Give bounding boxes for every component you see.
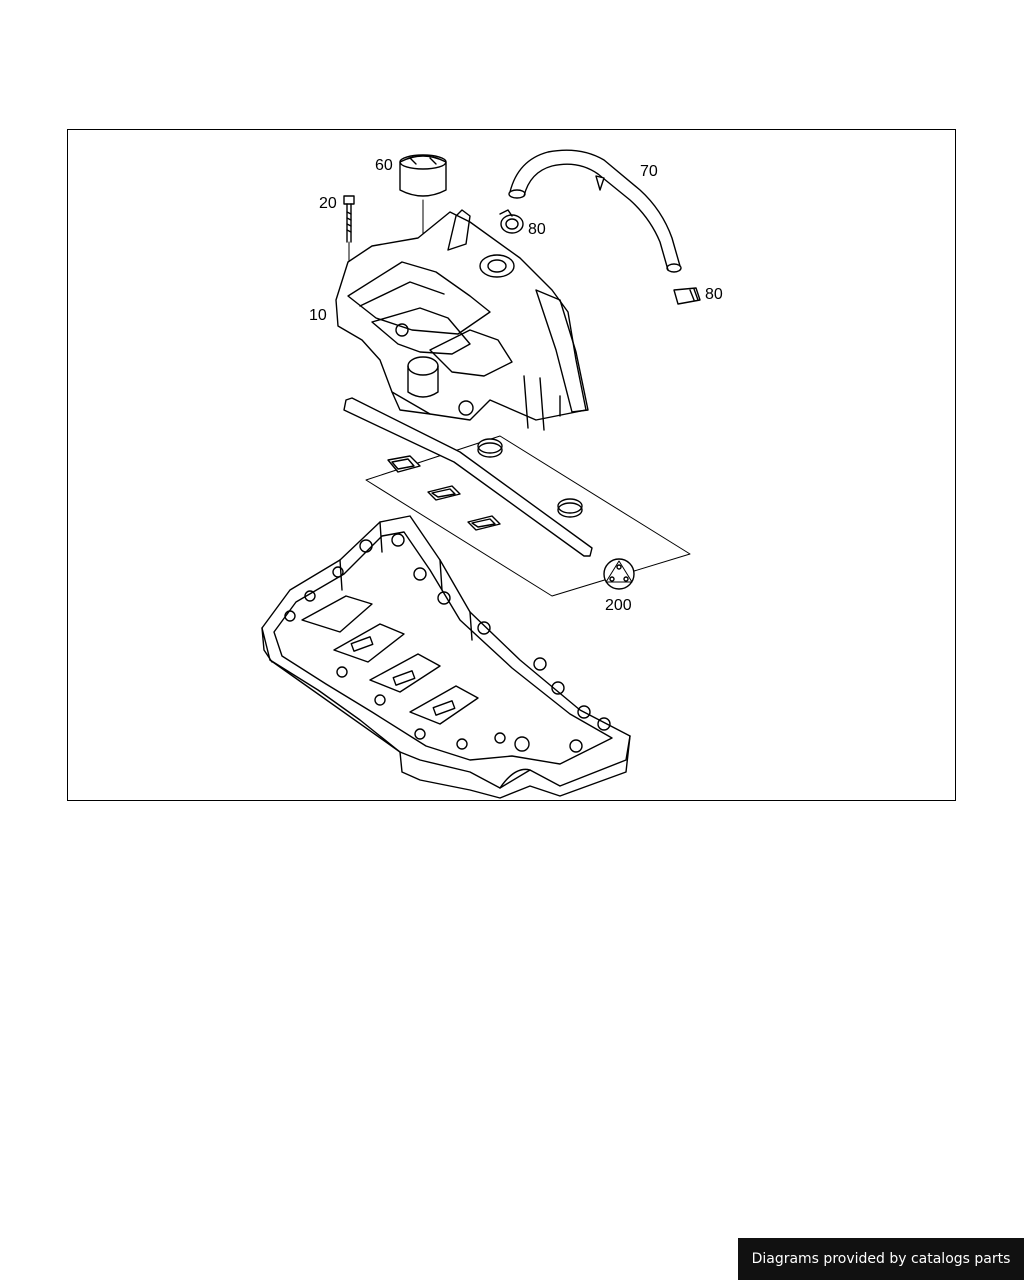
- rectangular-seal: [427, 485, 461, 501]
- kit-symbol-icon: [603, 558, 635, 590]
- diagram-frame: [67, 129, 956, 801]
- callout-10: 10: [309, 307, 327, 324]
- rectangular-seal: [387, 455, 421, 473]
- bolt[interactable]: [343, 195, 355, 273]
- callout-200: 200: [605, 597, 632, 614]
- round-seal: [477, 438, 503, 458]
- credit-banner: Diagrams provided by catalogs parts: [738, 1238, 1024, 1280]
- cylinder-head: [261, 515, 631, 799]
- breather-hose[interactable]: [508, 149, 682, 273]
- callout-60: 60: [375, 157, 393, 174]
- round-seal: [557, 498, 583, 518]
- gasket-kit[interactable]: [343, 397, 691, 597]
- credit-text: Diagrams provided by catalogs parts: [751, 1251, 1011, 1267]
- cylinder-head-cover[interactable]: [335, 209, 589, 431]
- callout-80-upper: 80: [528, 221, 546, 238]
- hose-clamp-upper[interactable]: [499, 209, 524, 234]
- hose-clamp-lower[interactable]: [673, 287, 701, 305]
- callout-20: 20: [319, 195, 337, 212]
- callout-80-lower: 80: [705, 286, 723, 303]
- oil-filler-cap[interactable]: [399, 154, 447, 371]
- rectangular-seal: [467, 515, 501, 531]
- callout-70: 70: [640, 163, 658, 180]
